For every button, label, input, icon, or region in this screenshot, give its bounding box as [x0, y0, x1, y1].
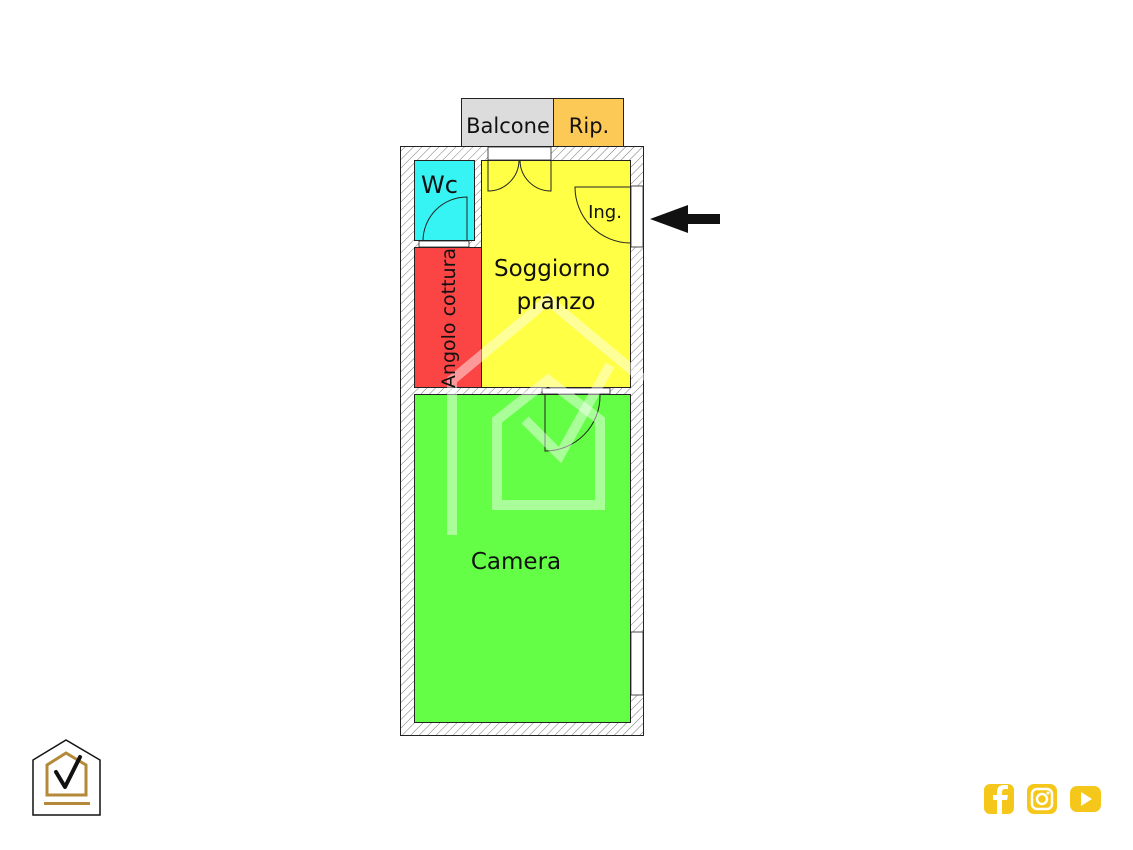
label-angolo-cottura: Angolo cottura	[438, 248, 460, 388]
wc-door-opening	[418, 240, 470, 248]
youtube-icon[interactable]	[1070, 786, 1101, 812]
label-soggiorno: Soggiorno	[494, 256, 610, 282]
label-camera: Camera	[471, 549, 561, 575]
logo-house-check-icon	[32, 739, 101, 816]
room-angolo-cottura	[414, 247, 482, 388]
label-wc: Wc	[421, 171, 458, 199]
label-pranzo: pranzo	[517, 289, 596, 315]
room-soggiorno	[481, 160, 631, 388]
label-ripostiglio: Rip.	[569, 114, 609, 138]
entrance-door-swing	[574, 186, 631, 244]
room-wc	[414, 160, 475, 241]
entrance-arrow-icon	[650, 205, 720, 233]
entrance-opening	[630, 185, 644, 248]
wc-door-swing	[422, 196, 468, 242]
label-ingresso: Ing.	[588, 202, 622, 223]
instagram-icon[interactable]	[1027, 784, 1057, 814]
camera-door-opening	[541, 387, 611, 395]
balcony-door-opening	[487, 146, 552, 161]
balcony-door-swing	[487, 159, 552, 192]
room-camera	[414, 394, 631, 723]
room-balcone	[461, 98, 554, 147]
facebook-icon[interactable]	[984, 784, 1014, 814]
room-ripostiglio	[553, 98, 624, 147]
label-balcone: Balcone	[466, 114, 550, 138]
camera-window	[630, 631, 644, 696]
camera-door-swing	[544, 394, 601, 452]
watermark-logo	[447, 293, 648, 535]
